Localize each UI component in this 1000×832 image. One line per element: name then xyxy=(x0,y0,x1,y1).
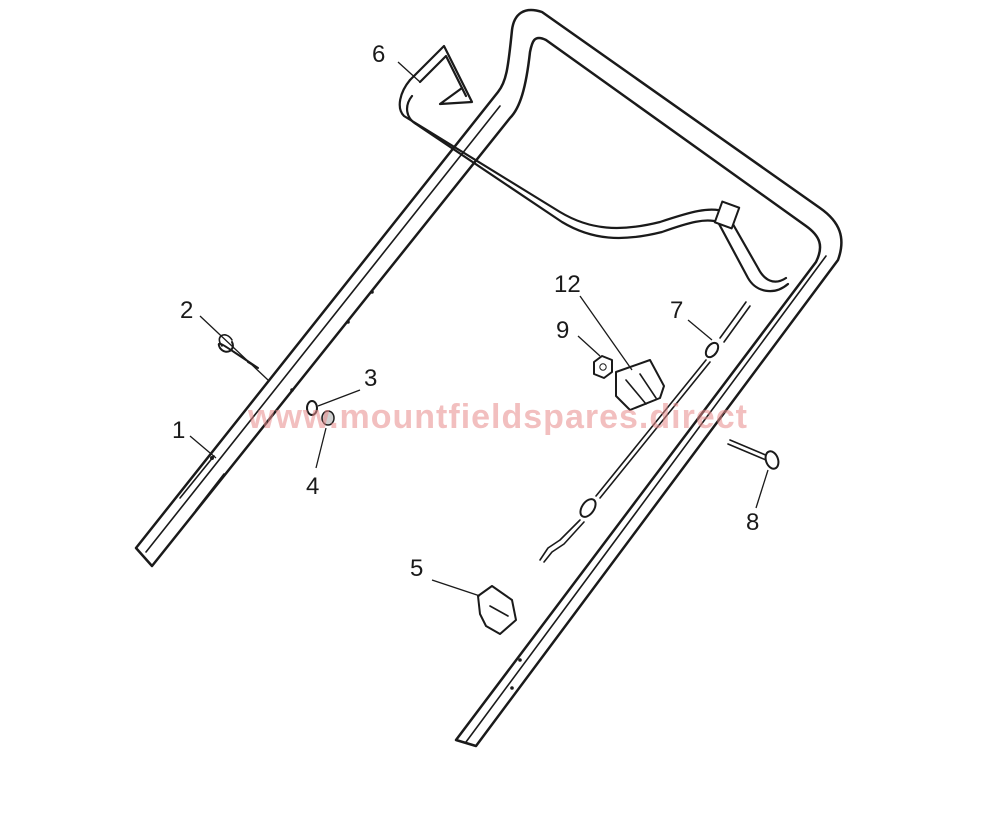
control-cable-drawing xyxy=(539,301,751,563)
callout-9: 9 xyxy=(556,317,569,344)
cable-clip-drawing xyxy=(477,585,517,635)
callout-8: 8 xyxy=(746,509,759,536)
callout-5: 5 xyxy=(410,555,423,582)
watermark: www.mountfieldspares.direct xyxy=(247,398,748,436)
callout-4: 4 xyxy=(306,473,319,500)
callout-2: 2 xyxy=(180,297,193,324)
nut-9-drawing xyxy=(593,355,613,379)
callout-3: 3 xyxy=(364,365,377,392)
hook-drawing xyxy=(217,334,259,369)
callout-1: 1 xyxy=(172,417,185,444)
cable-guide-drawing xyxy=(615,359,665,411)
engine-stop-lever-drawing xyxy=(398,44,790,293)
washer-nut-drawing xyxy=(306,400,335,426)
handle-frame xyxy=(134,8,843,748)
bolt-drawing xyxy=(727,439,780,470)
callout-12: 12 xyxy=(554,271,581,298)
callout-7: 7 xyxy=(670,297,683,324)
leader-lines xyxy=(189,61,769,597)
callout-6: 6 xyxy=(372,41,385,68)
